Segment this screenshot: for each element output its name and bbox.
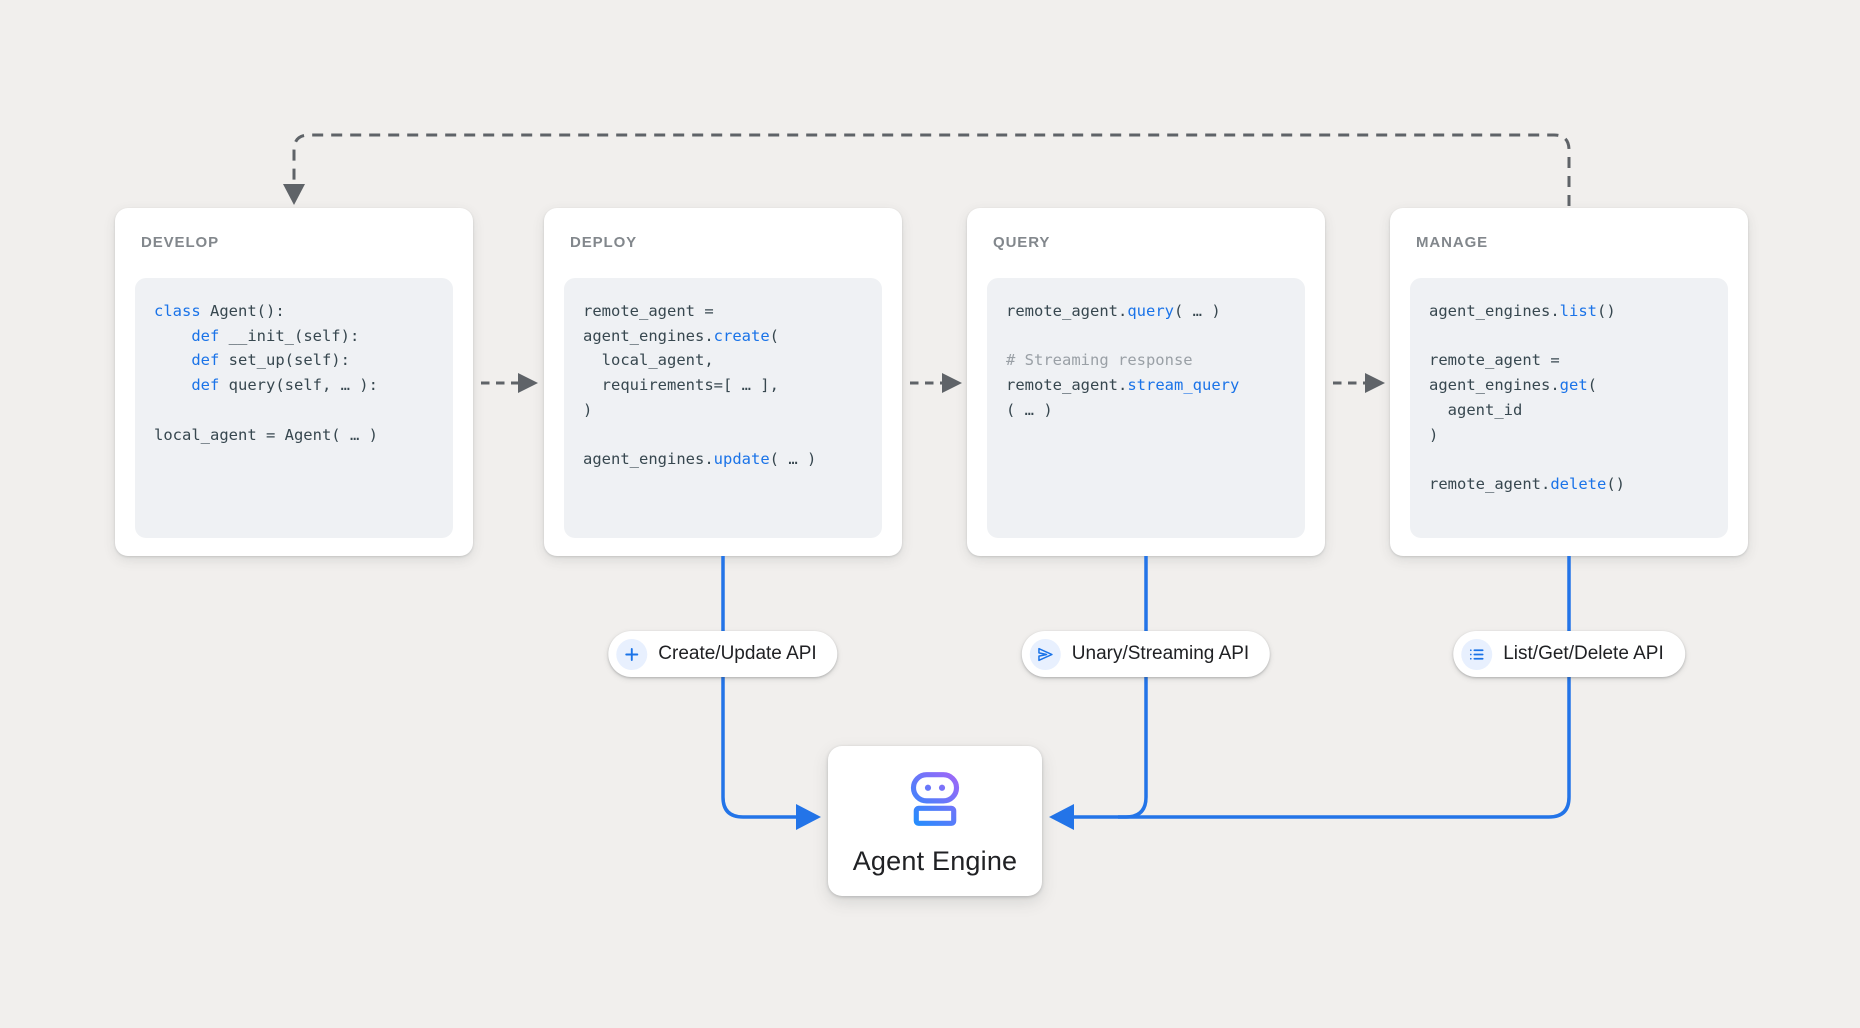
code-token: agent_engines. — [1429, 376, 1560, 395]
code-token: agent_engines. — [1429, 302, 1560, 320]
list-icon — [1461, 638, 1493, 670]
code-line: class Agent(): — [154, 299, 447, 324]
deploy-query-arrow — [910, 373, 962, 393]
stage-title: DEPLOY — [570, 234, 638, 251]
code-token: ) — [1429, 425, 1439, 444]
code-token: requirements=[ … ], — [583, 376, 779, 395]
code-token: __init_(self): — [219, 326, 360, 345]
code-line: ( … ) — [1006, 398, 1299, 423]
code-token: def — [154, 326, 220, 345]
code-line: agent_engines.get( — [1429, 373, 1722, 398]
chip-label: Unary/Streaming API — [1071, 643, 1250, 664]
code-token: ( … ) — [769, 450, 817, 469]
code-token: () — [1606, 474, 1625, 493]
code-block: remote_agent =agent_engines.create( loca… — [564, 278, 882, 538]
code-token: remote_agent. — [1429, 474, 1551, 493]
code-token: def — [154, 351, 220, 370]
chip-label: List/Get/Delete API — [1503, 643, 1664, 664]
code-token: def — [154, 376, 220, 395]
code-token: query — [1127, 302, 1174, 320]
code-block: class Agent(): def __init_(self): def se… — [135, 278, 453, 538]
code-token: # Streaming response — [1006, 351, 1193, 370]
chip-unary-streaming-api: Unary/Streaming API — [1021, 631, 1271, 677]
stage-card-deploy: DEPLOY remote_agent =agent_engines.creat… — [544, 208, 902, 556]
code-line: remote_agent.stream_query — [1006, 373, 1299, 398]
code-token: get — [1559, 376, 1588, 395]
code-token: create — [713, 326, 770, 345]
code-token: agent_id — [1429, 400, 1523, 419]
code-line: def set_up(self): — [154, 348, 447, 373]
stage-title: QUERY — [993, 234, 1051, 251]
query-manage-arrow — [1333, 373, 1385, 393]
code-line: remote_agent.delete() — [1429, 472, 1722, 497]
code-token: () — [1596, 302, 1616, 320]
code-token: ( — [1587, 376, 1597, 395]
code-token: class — [154, 302, 201, 320]
code-line — [154, 398, 447, 423]
deploy-engine-line — [721, 556, 821, 830]
chip-list-get-delete-api: List/Get/Delete API — [1453, 631, 1685, 677]
code-token: stream_query — [1127, 376, 1240, 395]
code-line: agent_engines.create( — [583, 324, 876, 349]
code-line: remote_agent = — [1429, 348, 1722, 373]
stage-card-query: QUERY remote_agent.query( … ) # Streamin… — [967, 208, 1325, 556]
code-line: ) — [1429, 423, 1722, 448]
code-token: delete — [1550, 474, 1607, 493]
code-token: ( … ) — [1006, 400, 1053, 419]
query-engine-line — [1118, 556, 1148, 819]
code-line: agent_engines.update( … ) — [583, 447, 876, 472]
code-line: remote_agent.query( … ) — [1006, 299, 1299, 324]
code-line: agent_engines.list() — [1429, 299, 1722, 324]
code-block: agent_engines.list() remote_agent =agent… — [1410, 278, 1728, 538]
code-token: set_up(self): — [219, 351, 350, 370]
code-token: local_agent = Agent( … ) — [154, 425, 378, 444]
code-token: ( — [769, 326, 779, 345]
stage-title: MANAGE — [1416, 234, 1489, 251]
chip-label: Create/Update API — [658, 643, 817, 664]
robot-icon — [905, 770, 965, 833]
stage-title: DEVELOP — [141, 234, 219, 251]
code-line: requirements=[ … ], — [583, 373, 876, 398]
code-token: query(self, … ): — [219, 376, 378, 395]
agent-engine-box: Agent Engine — [828, 746, 1042, 896]
code-token: agent_engines. — [583, 326, 714, 345]
code-line: def __init_(self): — [154, 324, 447, 349]
stage-card-develop: DEVELOP class Agent(): def __init_(self)… — [115, 208, 473, 556]
code-line — [583, 423, 876, 448]
code-line: ) — [583, 398, 876, 423]
plus-icon — [616, 638, 648, 670]
code-line — [1429, 324, 1722, 349]
stage-card-manage: MANAGE agent_engines.list() remote_agent… — [1390, 208, 1748, 556]
code-line — [1006, 324, 1299, 349]
code-token: list — [1559, 302, 1597, 320]
code-token: agent_engines. — [583, 450, 714, 469]
code-token: remote_agent = — [1429, 351, 1560, 370]
code-line: local_agent, — [583, 348, 876, 373]
engine-label: Agent Engine — [852, 845, 1018, 876]
code-token: ( … ) — [1174, 302, 1221, 320]
code-line: remote_agent = — [583, 299, 876, 324]
code-line: def query(self, … ): — [154, 373, 447, 398]
code-block: remote_agent.query( … ) # Streaming resp… — [987, 278, 1305, 538]
code-token: update — [713, 450, 770, 469]
send-icon — [1029, 638, 1061, 670]
code-token: local_agent, — [583, 351, 714, 370]
code-token: remote_agent = — [583, 302, 714, 320]
code-token: Agent(): — [200, 302, 285, 320]
manage-engine-line — [1049, 556, 1571, 830]
code-token: remote_agent. — [1006, 302, 1128, 320]
code-token: remote_agent. — [1006, 376, 1128, 395]
feedback-dashed-arrow — [283, 133, 1571, 206]
code-token: ) — [583, 400, 593, 419]
code-line: agent_id — [1429, 398, 1722, 423]
code-line: local_agent = Agent( … ) — [154, 423, 447, 448]
develop-deploy-arrow — [481, 373, 538, 393]
code-line — [1429, 447, 1722, 472]
code-line: # Streaming response — [1006, 348, 1299, 373]
chip-create-update-api: Create/Update API — [608, 631, 838, 677]
